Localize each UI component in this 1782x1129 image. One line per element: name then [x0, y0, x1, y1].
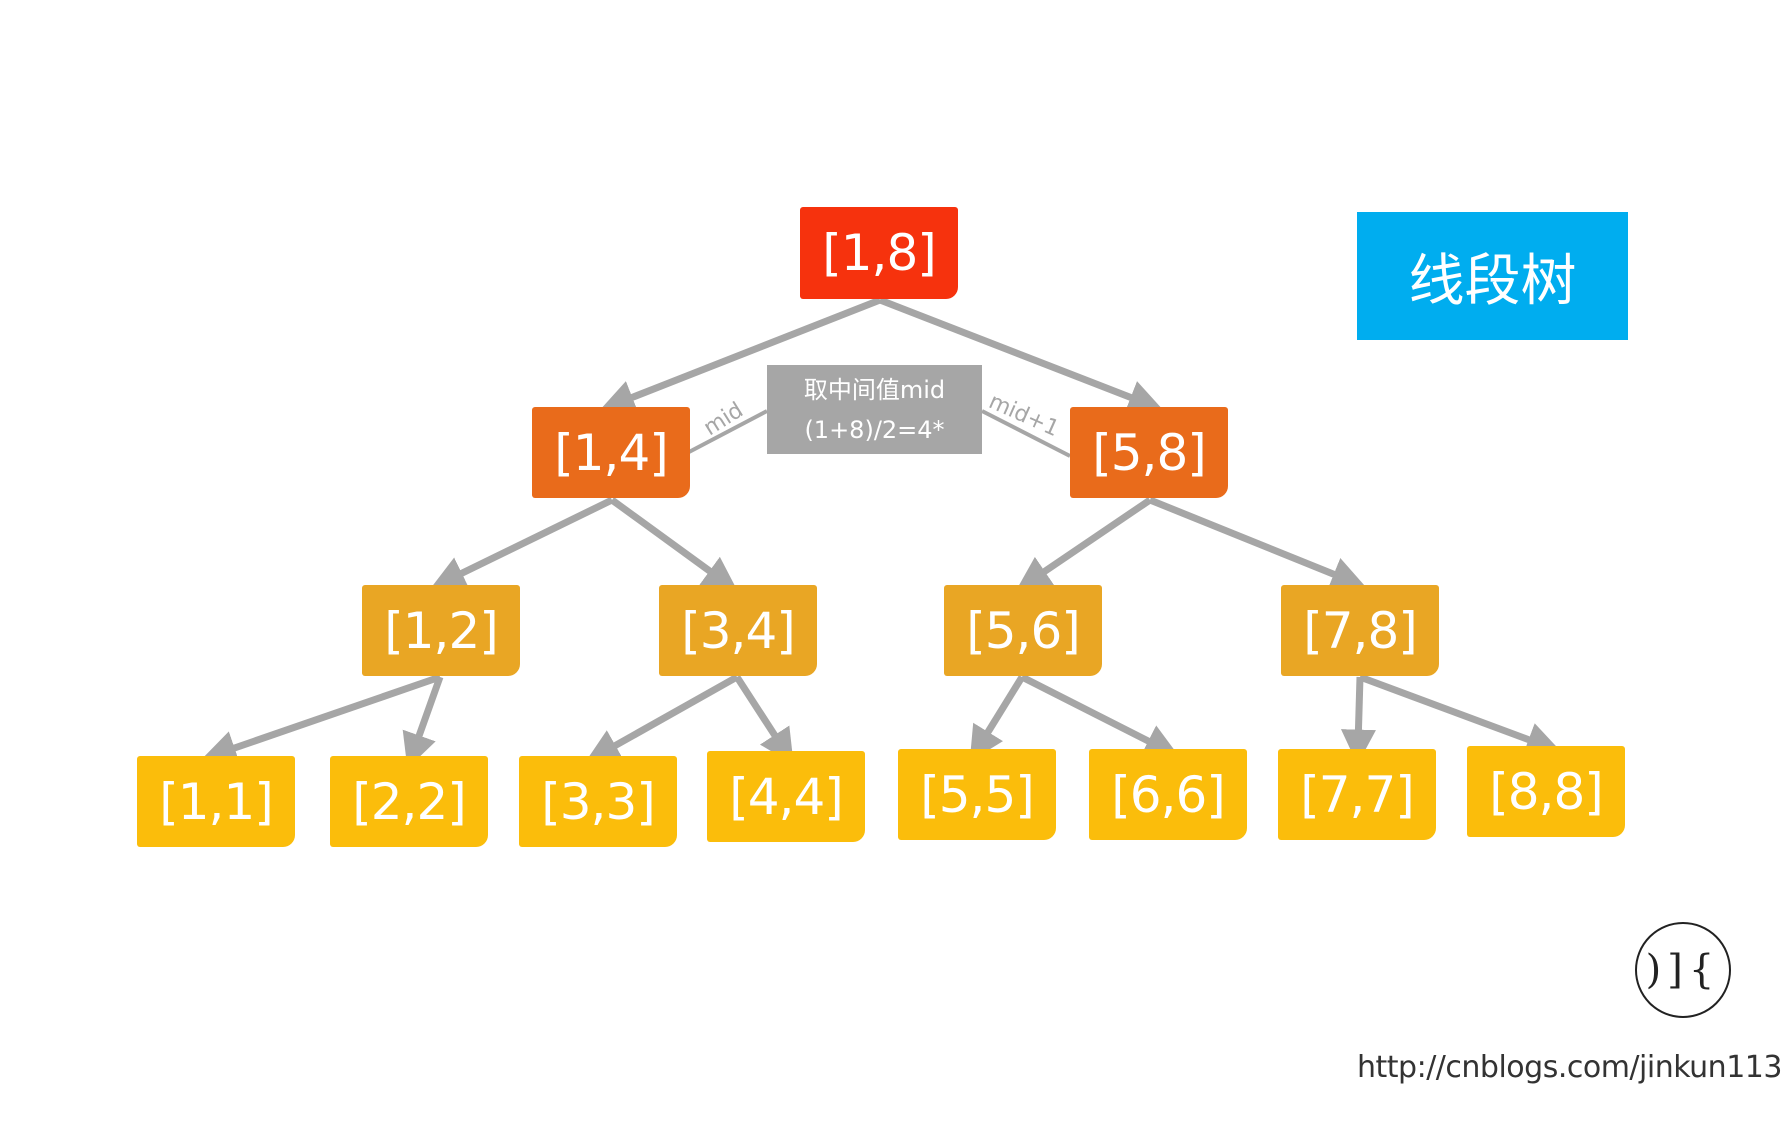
blog-url-text: http://cnblogs.com/jinkun113	[1357, 1050, 1782, 1085]
edge-1-2-to-2-2	[402, 675, 444, 769]
node-3-3: [3,3]	[519, 756, 677, 847]
node-1-2: [1,2]	[362, 585, 520, 676]
author-logo: )]{	[1635, 922, 1731, 1018]
edge-3-4-to-4-4	[734, 675, 794, 765]
edge-7-8-to-7-7	[1340, 676, 1376, 765]
edge-5-8-to-7-8	[1148, 496, 1367, 591]
node-7-8: [7,8]	[1281, 585, 1439, 676]
connector-left	[688, 409, 768, 454]
mid-note-line2: (1+8)/2=4*	[804, 415, 945, 444]
edge-5-6-to-6-6	[1020, 673, 1180, 757]
logo-text: )]{	[1645, 947, 1721, 993]
title-box: 线段树	[1357, 212, 1628, 340]
edge-1-2-to-1-1	[201, 673, 442, 765]
connector-right	[981, 409, 1071, 458]
edge-1-4-to-3-4	[609, 497, 738, 592]
node-1-8: [1,8]	[800, 207, 958, 299]
edge-5-6-to-5-5	[969, 675, 1025, 762]
node-1-1: [1,1]	[137, 756, 295, 847]
node-5-5: [5,5]	[898, 749, 1056, 840]
node-6-6: [6,6]	[1089, 749, 1247, 840]
node-8-8: [8,8]	[1467, 746, 1625, 837]
edge-7-8-to-8-8	[1358, 673, 1562, 757]
edge-5-8-to-5-6	[1015, 497, 1152, 591]
node-1-4: [1,4]	[532, 407, 690, 498]
node-3-4: [3,4]	[659, 585, 817, 676]
node-5-6: [5,6]	[944, 585, 1102, 676]
edge-1-4-to-1-2	[430, 496, 614, 589]
mid-note-box: 取中间值mid (1+8)/2=4*	[767, 365, 982, 454]
edge-1-8-to-1-4	[599, 296, 882, 414]
node-4-4: [4,4]	[707, 751, 865, 842]
edge-3-4-to-3-3	[584, 673, 739, 763]
edge-1-8-to-5-8	[878, 296, 1164, 414]
node-2-2: [2,2]	[330, 756, 488, 847]
mid-note-line1: 取中间值mid	[803, 375, 946, 404]
node-5-8: [5,8]	[1070, 407, 1228, 498]
node-7-7: [7,7]	[1278, 749, 1436, 840]
